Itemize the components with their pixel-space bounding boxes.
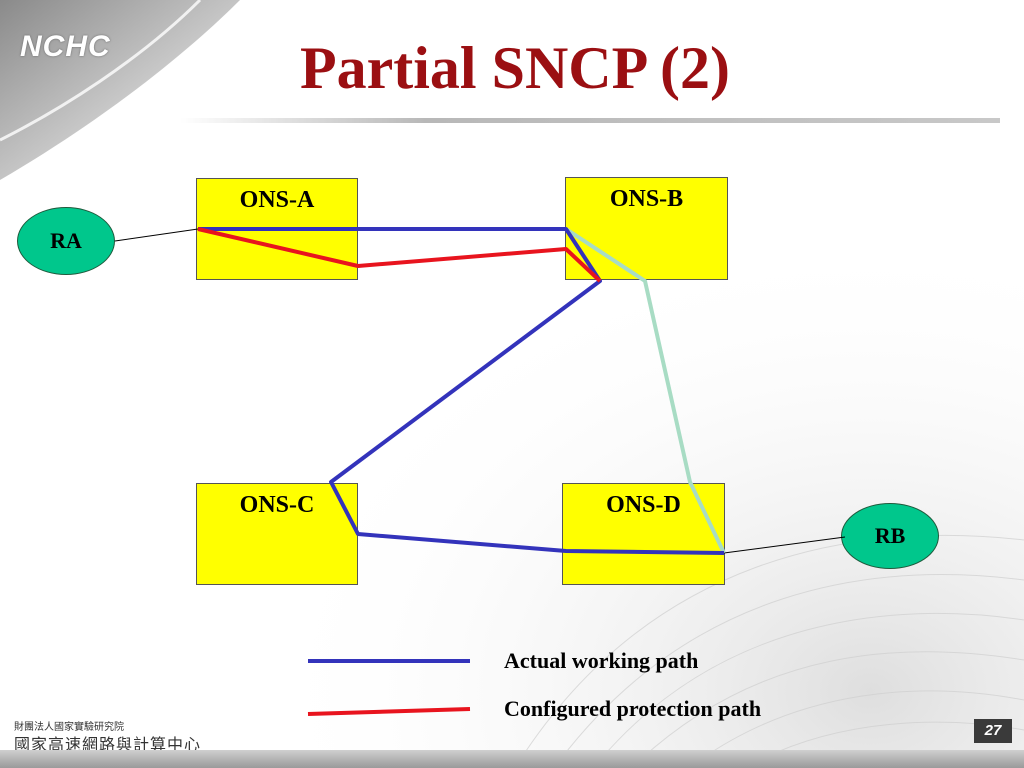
- node-ons-b: ONS-B: [565, 177, 728, 280]
- endpoint-rb: RB: [841, 503, 939, 569]
- alternate-path: [564, 227, 726, 554]
- link-ra-ons-a: [114, 228, 199, 242]
- protection-path: [197, 227, 602, 283]
- org-center-name: 國家高速網路與計算中心: [14, 735, 202, 754]
- node-ons-c-label: ONS-C: [239, 492, 315, 518]
- node-ons-a-label: ONS-A: [239, 187, 315, 213]
- legend-protection-label: Configured protection path: [504, 696, 762, 721]
- link-ons-d-rb: [723, 536, 846, 554]
- title-divider: [180, 118, 1000, 123]
- endpoint-rb-label: RB: [874, 523, 906, 548]
- org-name: 財團法人國家實驗研究院: [14, 722, 124, 733]
- footer-bar: [0, 750, 1024, 768]
- legend-protection-swatch: [307, 707, 471, 716]
- node-ons-b-label: ONS-B: [609, 186, 684, 212]
- nchc-logo: NCHC: [20, 30, 111, 63]
- page-number: 27: [974, 719, 1012, 743]
- slide-title: Partial SNCP (2): [300, 35, 730, 101]
- node-ons-d-label: ONS-D: [606, 492, 681, 518]
- endpoint-ra: RA: [17, 207, 115, 275]
- working-path: [198, 227, 725, 555]
- corner-swoosh: [0, 0, 240, 180]
- endpoint-ra-label: RA: [50, 228, 82, 253]
- legend-working-label: Actual working path: [504, 648, 699, 673]
- node-ons-c: ONS-C: [196, 483, 358, 585]
